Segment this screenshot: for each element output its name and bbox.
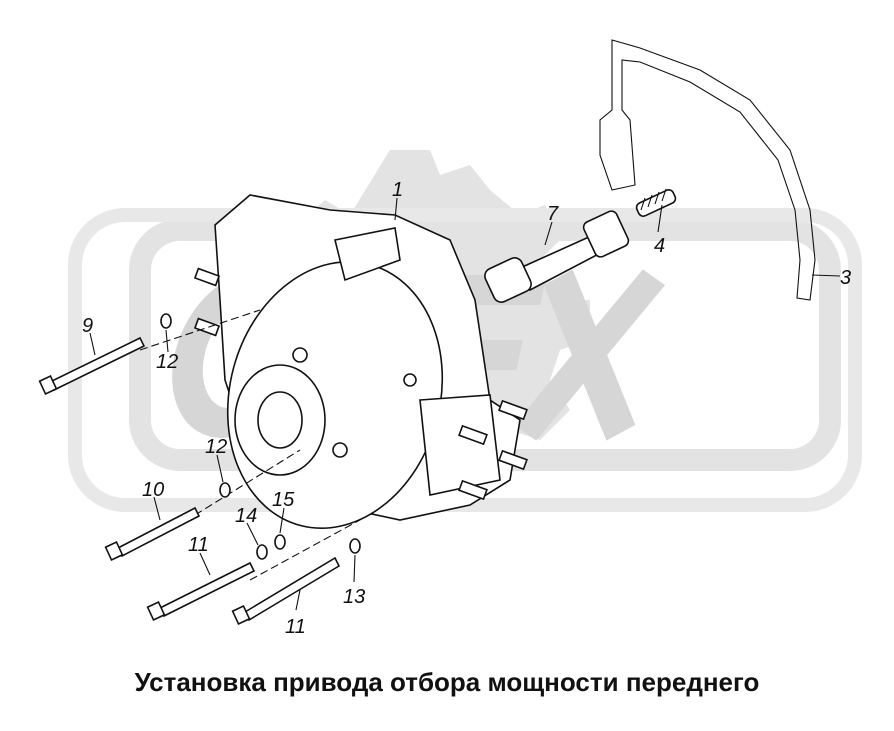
gasket [599,39,816,301]
diagram-caption: Установка привода отбора мощности передн… [134,667,760,697]
callout-9: 9 [82,315,93,337]
callout-7: 7 [547,203,559,225]
leader-lines [89,197,841,611]
callout-13: 13 [343,586,365,608]
callout-4: 4 [654,235,665,257]
callout-3: 3 [840,267,851,289]
drive-shaft [484,210,630,303]
callout-12-upper: 12 [156,351,178,373]
spring [635,188,677,217]
callout-12-lower: 12 [205,436,227,458]
callout-1: 1 [392,179,403,201]
bolts [38,309,361,625]
callout-11-right: 11 [285,616,306,638]
studs [193,267,528,501]
callout-15: 15 [272,489,295,511]
callout-14: 14 [235,505,257,527]
callout-10: 10 [142,479,164,501]
callout-11-left: 11 [188,534,209,556]
